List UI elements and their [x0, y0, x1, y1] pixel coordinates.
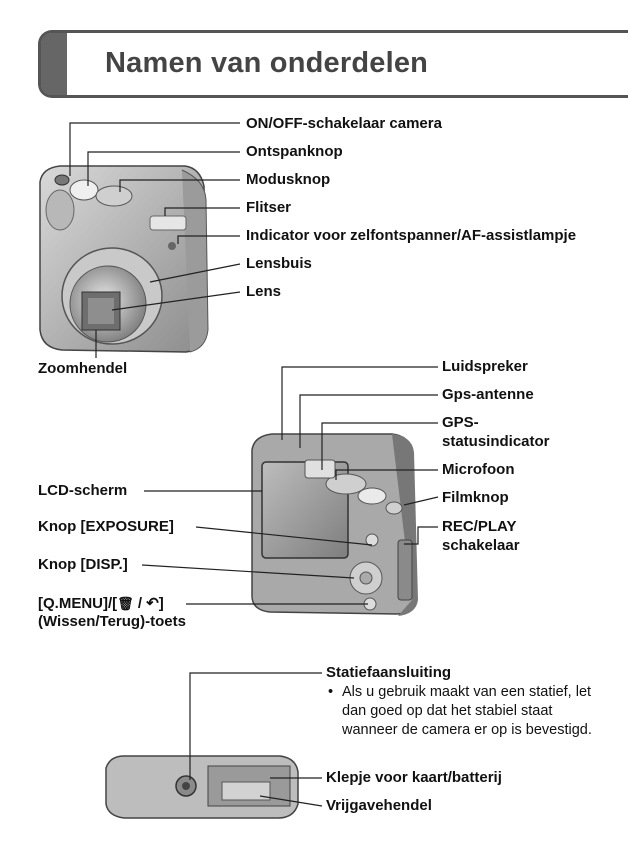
label-tripod-mount: Statiefaansluiting	[326, 664, 452, 681]
label-gps-antenna: Gps-antenne	[442, 386, 534, 403]
camera-bottom-illustration	[105, 755, 299, 819]
label-movie-button: Filmknop	[442, 489, 509, 506]
note-text: Als u gebruik maakt van een statief, let…	[342, 684, 592, 738]
label-gps-status-line2: statusindicator	[442, 433, 550, 450]
label-disp-button: Knop [DISP.]	[38, 556, 128, 573]
label-lens: Lens	[246, 283, 282, 300]
bottom-callouts	[189, 672, 323, 807]
label-flash: Flitser	[246, 199, 292, 216]
camera-front-illustration	[39, 165, 209, 353]
back-arrow-icon: ↶	[146, 595, 159, 612]
qmenu-close-bracket: ]	[158, 595, 164, 612]
note-bullet: •	[328, 684, 334, 700]
label-qmenu-line1: [Q.MENU]/[🗑 / ↶]	[38, 595, 164, 613]
label-microphone: Microfoon	[442, 461, 515, 478]
label-exposure-button: Knop [EXPOSURE]	[38, 518, 174, 535]
label-lens-barrel: Lensbuis	[246, 255, 312, 272]
qmenu-text: [Q.MENU]/[	[38, 595, 118, 612]
label-card-battery-door: Klepje voor kaart/batterij	[326, 769, 502, 786]
label-zoom-lever: Zoomhendel	[38, 360, 128, 377]
label-release-lever: Vrijgavehendel	[326, 797, 432, 814]
camera-back-illustration	[251, 433, 418, 616]
label-gps-status-line1: GPS-	[442, 414, 479, 431]
trash-icon: 🗑	[117, 596, 134, 611]
label-lcd-screen: LCD-scherm	[38, 482, 128, 499]
label-mode-dial: Modusknop	[246, 171, 331, 188]
label-speaker: Luidspreker	[442, 358, 528, 375]
qmenu-separator: /	[133, 595, 147, 612]
label-rec-play-line1: REC/PLAY	[442, 518, 517, 535]
label-qmenu-line2: (Wissen/Terug)-toets	[38, 613, 186, 630]
label-onoff-switch: ON/OFF-schakelaar camera	[246, 115, 442, 132]
front-callouts	[69, 122, 241, 358]
label-self-timer-indicator: Indicator voor zelfontspanner/AF-assistl…	[246, 227, 577, 244]
back-callouts	[141, 366, 439, 605]
label-shutter-button: Ontspanknop	[246, 143, 343, 160]
page-title: Namen van onderdelen	[105, 47, 429, 79]
section-header: Namen van onderdelen	[38, 30, 628, 98]
header-stripe	[41, 33, 67, 95]
label-rec-play-line2: schakelaar	[442, 537, 520, 554]
